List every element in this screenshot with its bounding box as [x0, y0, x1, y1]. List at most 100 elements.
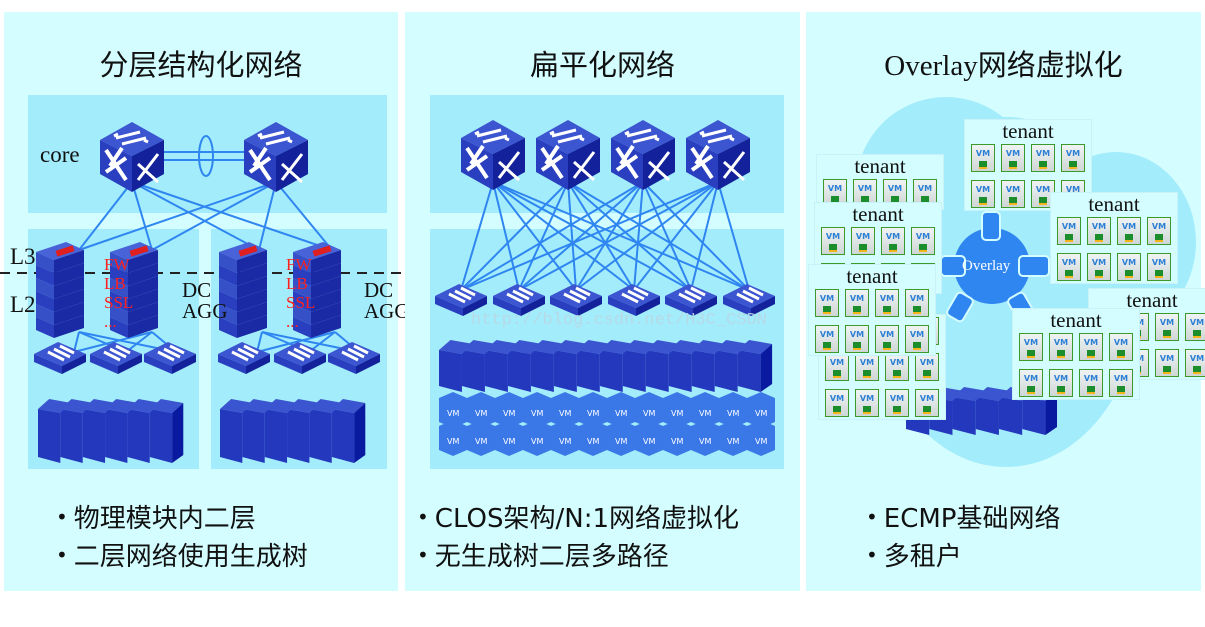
vm-icon: VM [825, 389, 849, 417]
nic-icon [1009, 197, 1017, 205]
vm-label: VM [727, 437, 739, 446]
tenant-label: tenant [854, 154, 906, 178]
nic-icon [833, 370, 841, 378]
nic-icon [1087, 386, 1095, 394]
vm-block-icon: VM [691, 420, 719, 456]
vm-label: VM [1159, 318, 1175, 327]
vm-icon: VM [905, 325, 929, 353]
vm-block-icon: VM [495, 392, 523, 428]
watermark-text: http://blog.csdn.net/H3C_CSDN [471, 311, 767, 330]
core-switch-icon [100, 122, 164, 192]
nic-icon [923, 370, 931, 378]
service-more: ... [286, 312, 299, 331]
vm-icon: VM [1079, 369, 1103, 397]
vm-block-icon: VM [691, 392, 719, 428]
nic-icon [1117, 350, 1125, 358]
nic-icon [913, 306, 921, 314]
vm-icon: VM [1079, 333, 1103, 361]
secblade-chassis-icon [219, 242, 267, 338]
server-rack-icon [38, 399, 184, 463]
link-line [258, 181, 277, 251]
service-fw: FW [104, 255, 130, 274]
server-rack-icon [220, 399, 366, 463]
vm-icon: VM [1001, 180, 1025, 208]
vm-icon: VM [1057, 253, 1081, 281]
agg-text: AGG [364, 299, 410, 323]
vm-label: VM [849, 294, 865, 303]
vm-label: VM [1061, 258, 1077, 267]
service-ssl: SSL [104, 293, 134, 312]
link-line [492, 181, 635, 291]
access-switch-icon [493, 284, 545, 316]
bullet-text: 无生成树二层多路径 [434, 542, 669, 572]
core-switch-icon [611, 120, 675, 190]
hierarchical-topology [0, 122, 402, 463]
bullet-text: ECMP基础网络 [883, 504, 1061, 534]
vm-block-icon: VM [719, 392, 747, 428]
link-line [460, 181, 719, 291]
panel-title: Overlay网络虚拟化 [884, 50, 1123, 82]
vm-label: VM [1005, 149, 1021, 158]
vm-label: VM [819, 294, 835, 303]
nic-icon [883, 342, 891, 350]
nic-icon [889, 244, 897, 252]
vm-label: VM [699, 409, 711, 418]
vm-block-icon: VM [551, 392, 579, 428]
vm-label: VM [825, 232, 841, 241]
panel-title: 分层结构化网络 [99, 48, 303, 82]
vm-label: VM [531, 409, 543, 418]
vm-label: VM [879, 294, 895, 303]
bullet-item: •多租户 [866, 537, 1061, 575]
link-line [567, 181, 635, 291]
nic-icon [1155, 234, 1163, 242]
bullet-text: 二层网络使用生成树 [73, 542, 308, 572]
access-switch-icon [218, 342, 270, 374]
vm-block-icon: VM [551, 420, 579, 456]
nic-icon [863, 406, 871, 414]
vm-label: VM [915, 232, 931, 241]
vm-icon: VM [905, 289, 929, 317]
vm-label: VM [1121, 258, 1137, 267]
vm-icon: VM [1155, 349, 1179, 377]
vm-icon: VM [825, 353, 849, 381]
bullet-icon: • [56, 505, 68, 529]
vm-label: VM [849, 330, 865, 339]
link-line [518, 181, 569, 291]
vm-label: VM [1065, 185, 1081, 194]
nic-icon [1027, 350, 1035, 358]
link-line [125, 331, 153, 353]
access-switch-icon [550, 284, 602, 316]
nic-icon [863, 370, 871, 378]
vm-label: VM [1065, 149, 1081, 158]
bullet-icon: • [866, 505, 878, 529]
vm-icon: VM [1109, 333, 1133, 361]
bullet-list: •CLOS架构/N:1网络虚拟化 •无生成树二层多路径 [417, 499, 739, 575]
core-switch-icon [536, 120, 600, 190]
vm-label: VM [587, 409, 599, 418]
vm-label: VM [755, 437, 767, 446]
nic-icon [823, 306, 831, 314]
vm-block-icon: VM [635, 420, 663, 456]
vm-icon: VM [1001, 144, 1025, 172]
access-switch-icon [90, 342, 142, 374]
link-line [131, 181, 260, 251]
vm-icon: VM [875, 325, 899, 353]
nic-icon [883, 306, 891, 314]
vm-icon: VM [1109, 369, 1133, 397]
vm-label: VM [975, 149, 991, 158]
link-line [633, 181, 644, 291]
link-line [492, 181, 750, 291]
vm-block-icon: VM [663, 420, 691, 456]
vm-block-icon: VM [439, 392, 467, 428]
nic-icon [979, 161, 987, 169]
vm-label: VM [559, 437, 571, 446]
vm-label: VM [859, 358, 875, 367]
overlay-hub-icon [940, 211, 1050, 323]
link-line [567, 181, 750, 291]
vm-label: VM [1061, 222, 1077, 231]
